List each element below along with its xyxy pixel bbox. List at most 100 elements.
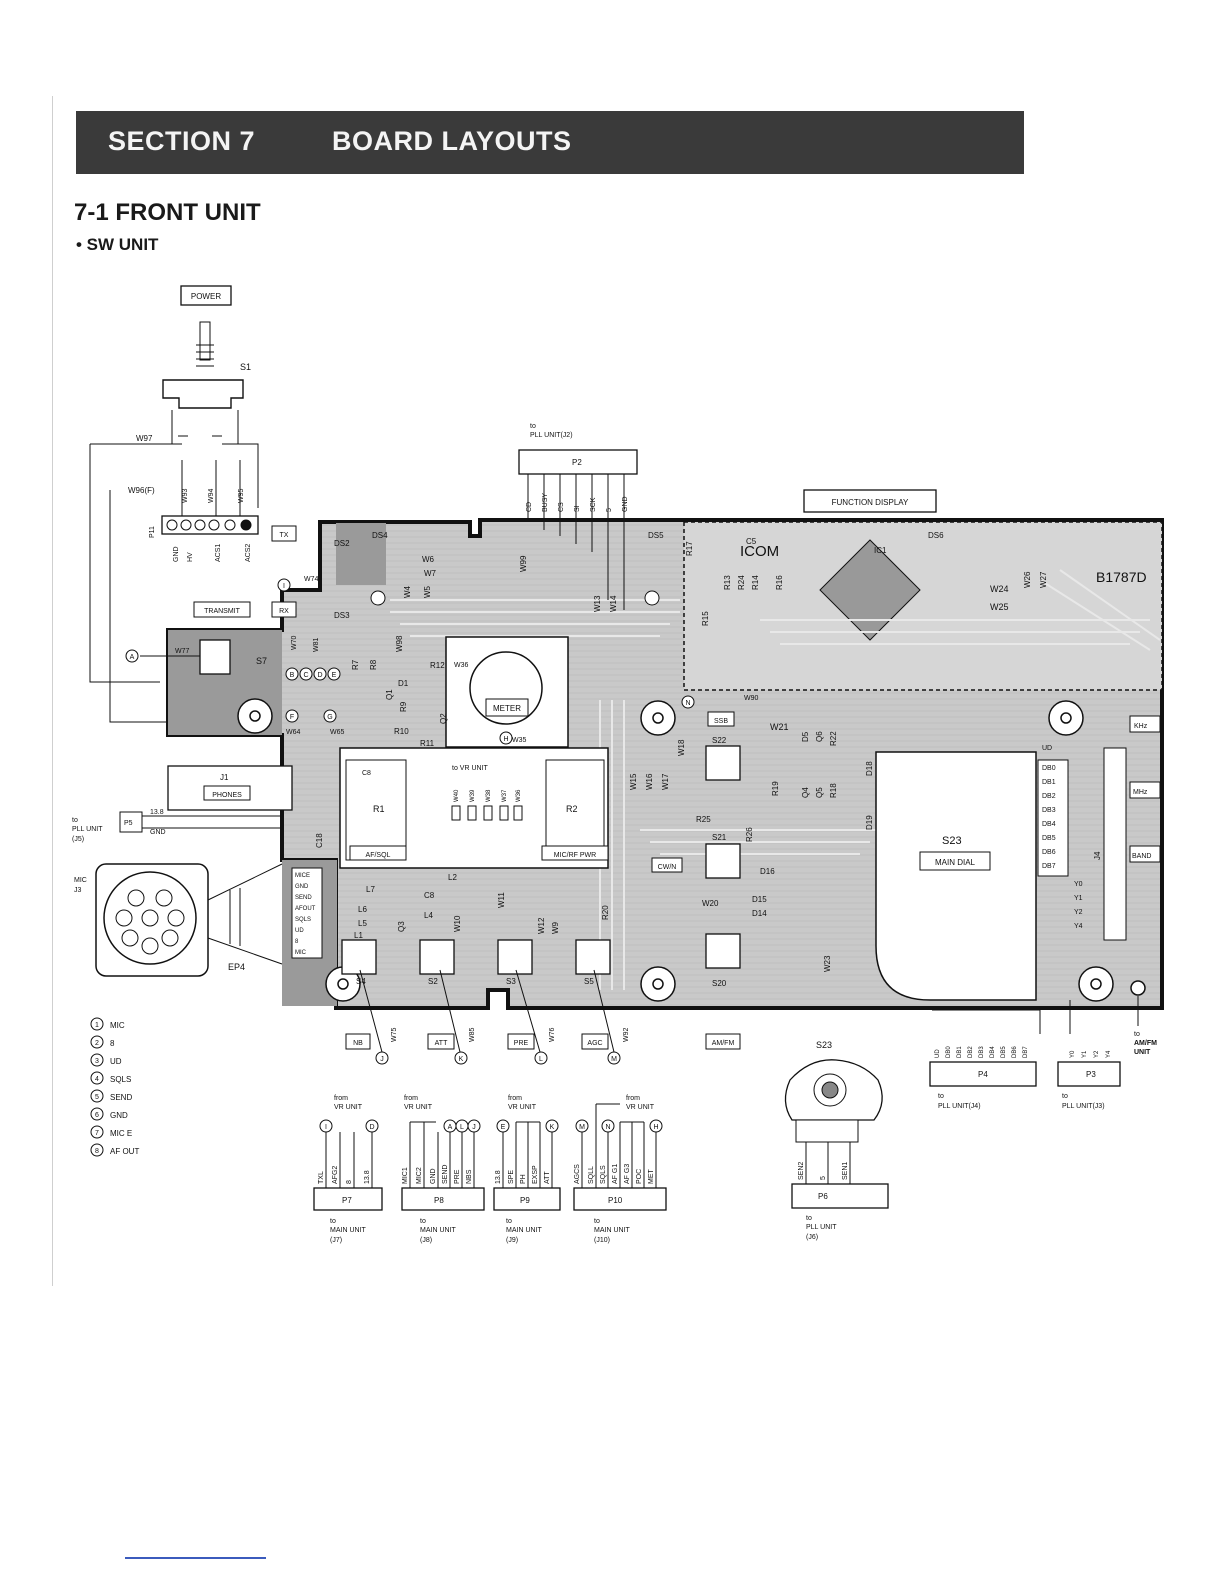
p9-to-line1: to [506,1218,512,1225]
p11-acs2-label: ACS2 [245,544,252,562]
q1-label: Q1 [385,689,394,700]
w65-label: W65 [330,729,345,736]
main-dial-label: MAIN DIAL [935,858,976,867]
legend-2-num: 2 [95,1040,99,1047]
ep4-pin-send: SEND [295,895,312,901]
w24-label: W24 [990,584,1009,594]
r24-label: R24 [737,575,746,590]
w37-label: W37 [502,789,508,802]
p8-to-line2: MAIN UNIT [420,1227,457,1234]
y4-label: Y4 [1074,923,1083,930]
p9-pin-exsp: EXSP [532,1165,539,1184]
p9-label: P9 [520,1196,530,1205]
mhz-box [1129,781,1161,799]
section-banner: SECTION 7 BOARD LAYOUTS [76,111,1024,174]
pcb-traces [390,569,1161,990]
tp-e-label: E [332,672,337,679]
db0-label: DB0 [1042,765,1056,772]
nb-label: NB [353,1040,363,1047]
p11-gnd-label: GND [173,546,180,562]
p10-to-line1: to [594,1218,600,1225]
p7-to-line1: to [330,1218,336,1225]
p3-pin-y0: Y0 [1070,1050,1076,1058]
mic-j3-line2: J3 [74,887,82,894]
p10-pin-sqls: SQLS [600,1165,607,1184]
mic-connector: MIC J3 EP4 MICE GND SEND AFOUT SQLS UD 8… [74,863,323,977]
p7-pin-138: 13.8 [364,1170,371,1184]
s22-label: S22 [712,736,727,745]
w81-label: W81 [313,638,320,653]
meter-cutout [445,636,569,748]
board-test-point-letters: B C D E F G H N [290,672,691,743]
tp-k-label: K [459,1056,464,1063]
legend-6-num: 6 [95,1112,99,1119]
w39-label: W39 [470,789,476,802]
p7-pin-8: 8 [346,1180,353,1184]
tp-g-label: G [327,714,332,721]
s23-encoder: S23 SEN2 5 SEN1 P6 to PLL UNIT (J6) [784,1040,889,1241]
to-pll-j5-label: to [72,817,78,824]
d5-label: D5 [801,731,810,742]
rx-label: RX [279,608,289,615]
p10-pin-agcs: AGCS [574,1164,581,1184]
p9-pin-138: 13.8 [495,1170,502,1184]
p4-pin-db7: DB7 [1023,1046,1029,1058]
r12-label: R12 [430,661,445,670]
r14-label: R14 [751,575,760,590]
ssb-box [707,711,735,727]
p10-to-line2: MAIN UNIT [594,1227,631,1234]
p6-pin-5: 5 [820,1176,827,1180]
mic-rf-pwr-box [541,845,609,861]
p4-pin-db6: DB6 [1012,1046,1018,1058]
p4-pin-db0: DB0 [946,1046,952,1058]
r15-label: R15 [701,611,710,626]
s23-label: S23 [942,835,962,847]
tp-d-label: D [317,672,322,679]
p7-to-line2: MAIN UNIT [330,1227,367,1234]
to-amfm-line3: UNIT [1134,1049,1151,1056]
p8-from-line2: VR UNIT [404,1104,433,1111]
ep4-pin-mic: MIC [295,950,307,956]
r1-pot [345,759,407,861]
band-label: BAND [1132,853,1151,860]
ic1-chip [819,539,921,641]
p6-pin-sen2: SEN2 [798,1162,805,1180]
c8b-label: C8 [424,891,435,900]
af-sql-box [349,845,407,861]
p9-from-line2: VR UNIT [508,1104,537,1111]
w98-label: W98 [395,635,404,652]
p9-pin-spe: SPE [508,1170,515,1184]
p3-label: P3 [1086,1070,1096,1079]
s3-label: S3 [506,977,516,986]
w13-label: W13 [593,595,602,612]
w36b-label: W36 [516,789,522,802]
transmit-label: TRANSMIT [204,608,241,615]
s4-label: S4 [356,977,366,986]
l6-label: L6 [358,905,367,914]
band-box [1129,845,1161,863]
to-pll-j3-line2: PLL UNIT(J3) [1062,1103,1105,1110]
d1-label: D1 [398,679,409,688]
w11-label: W11 [497,892,506,908]
p8-pin-nbs: NBS [466,1169,473,1184]
p9-to-line3: (J9) [506,1237,518,1244]
j4-label: J4 [1093,851,1102,860]
p8-tp-l: L [460,1124,464,1131]
y0-label: Y0 [1074,881,1083,888]
p8-label: P8 [434,1196,444,1205]
push-switches [199,639,741,975]
legend-8-num: 8 [95,1148,99,1155]
page-margin-rule [52,96,53,1286]
p7-pin-afg2: AFG2 [332,1166,339,1184]
mic-rf-pwr-label: MIC/RF PWR [554,852,596,859]
r18-label: R18 [829,783,838,798]
s21-label: S21 [712,833,727,842]
p2-pin-cd: CD [526,502,533,512]
to-amfm-line1: to [1134,1031,1140,1038]
q5-label: Q5 [815,787,824,798]
p2-pin-gnd: GND [622,496,629,512]
w21-label: W21 [770,722,789,732]
legend-1-text: MIC [110,1021,125,1030]
d15-label: D15 [752,895,767,904]
